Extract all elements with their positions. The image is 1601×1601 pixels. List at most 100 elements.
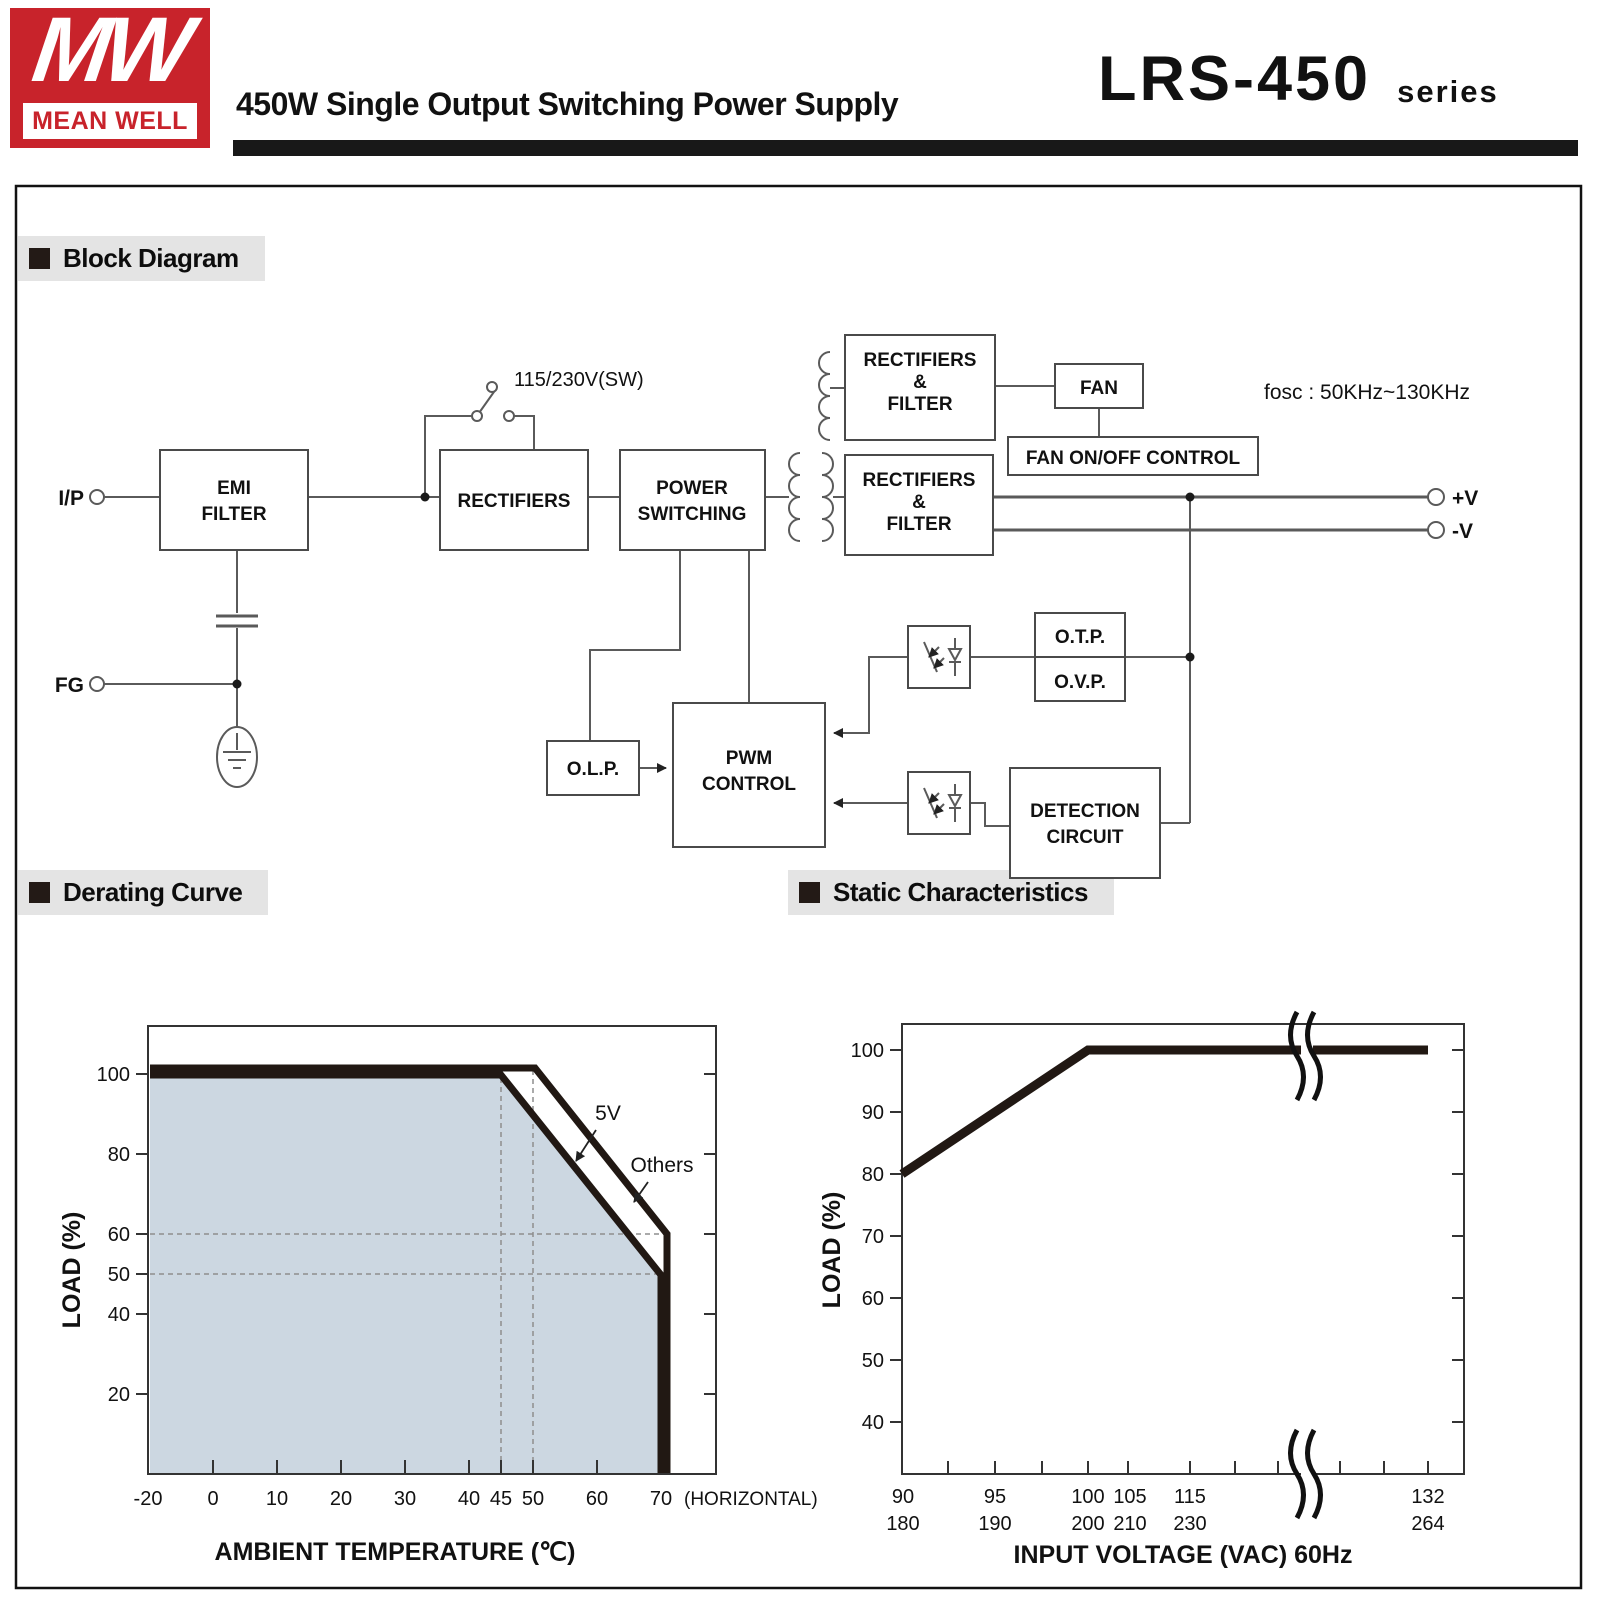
fg-capacitor [216,614,258,628]
static-load-line [899,1045,1428,1178]
v-plus-label: +V [1452,487,1478,510]
earth-ground-icon [216,726,258,788]
static-x-tick-labels-row2: 180 190 200 210 230 264 [886,1513,1444,1535]
static-chart: 100 90 80 70 60 50 40 90 95 100 105 115 … [818,1010,1465,1569]
svg-text:PWM: PWM [726,748,772,769]
mean-well-logo: MW MEAN WELL [10,0,210,148]
derating-curve-heading: Derating Curve [18,870,269,915]
detection-circuit-block: DETECTION CIRCUIT [1009,767,1161,879]
fosc-label: fosc : 50KHz~130KHz [1264,381,1470,404]
derating-y-tick-labels: 100 80 60 50 40 20 [97,1064,130,1406]
others-series-label: Others [630,1154,693,1177]
svg-text:50: 50 [522,1488,544,1510]
svg-text:70: 70 [650,1488,672,1510]
svg-text:10: 10 [266,1488,288,1510]
v-plus-terminal [1427,488,1445,506]
switch-voltage-label: 115/230V(SW) [514,369,644,391]
svg-text:60: 60 [862,1288,884,1310]
rectifiers-filter-aux-block: RECTIFIERS & FILTER [844,334,996,441]
svg-text:40: 40 [862,1412,884,1434]
svg-text:115: 115 [1174,1486,1206,1508]
svg-text:O.V.P.: O.V.P. [1054,672,1106,693]
optocoupler-icon [908,772,970,834]
svg-text:RECTIFIERS: RECTIFIERS [864,350,977,371]
series-suffix: series [1397,74,1499,109]
svg-text:DETECTION: DETECTION [1030,801,1140,822]
diagram-wires [104,385,1428,827]
svg-text:132: 132 [1411,1486,1444,1508]
svg-text:FILTER: FILTER [886,514,951,535]
voltage-select-switch [471,381,515,422]
series-title: LRS-450 series [1098,48,1499,111]
svg-text:FAN ON/OFF CONTROL: FAN ON/OFF CONTROL [1026,448,1241,469]
svg-text:95: 95 [984,1486,1006,1508]
derating-shaded-region [150,1078,659,1473]
square-bullet-icon [799,882,820,903]
emi-filter-block: EMI FILTER [159,449,309,551]
svg-text:80: 80 [862,1164,884,1186]
svg-text:EMI: EMI [217,478,251,499]
block-diagram-heading: Block Diagram [18,236,265,281]
content-frame [14,184,1583,1590]
svg-text:180: 180 [886,1513,919,1535]
svg-text:50: 50 [108,1264,130,1286]
rectifiers-block: RECTIFIERS [439,449,589,551]
junction-dots [232,492,1195,689]
svg-text:20: 20 [108,1384,130,1406]
svg-text:100: 100 [97,1064,130,1086]
svg-text:CIRCUIT: CIRCUIT [1046,827,1123,848]
derating-y-axis-title: LOAD (%) [58,1212,86,1329]
svg-text:30: 30 [394,1488,416,1510]
svg-text:&: & [912,492,926,513]
svg-text:O.L.P.: O.L.P. [567,759,619,780]
derating-x-tick-labels: -20 0 10 20 30 40 45 50 60 70 (HORIZONTA… [134,1488,818,1510]
input-terminal [89,489,105,505]
input-terminal-label: I/P [58,487,84,510]
static-y-axis-title: LOAD (%) [818,1192,846,1309]
power-switching-block: POWER SWITCHING [619,449,766,551]
derating-chart: 100 80 60 50 40 20 -20 0 10 20 30 40 45 … [58,1025,818,1566]
v-minus-terminal [1427,521,1445,539]
static-x-axis-title: INPUT VOLTAGE (VAC) 60Hz [1014,1541,1353,1569]
x-axis-break-mark [1288,1428,1323,1520]
svg-text:0: 0 [207,1488,218,1510]
svg-text:POWER: POWER [656,478,728,499]
svg-text:-20: -20 [134,1488,163,1510]
svg-text:100: 100 [1071,1486,1104,1508]
svg-text:45: 45 [490,1488,512,1510]
block-diagram: EMI FILTER RECTIFIERS POWER SWITCHING RE… [55,334,1478,879]
optocoupler-icon [908,626,970,688]
fan-control-block: FAN ON/OFF CONTROL [1007,436,1259,476]
svg-text:100: 100 [851,1040,884,1062]
svg-text:230: 230 [1173,1513,1206,1535]
five-v-curve [150,1071,665,1473]
svg-text:O.T.P.: O.T.P. [1055,627,1105,648]
static-y-tick-labels: 100 90 80 70 60 50 40 [851,1040,884,1434]
svg-text:70: 70 [862,1226,884,1248]
static-characteristics-heading-label: Static Characteristics [833,877,1088,907]
svg-text:40: 40 [458,1488,480,1510]
svg-text:40: 40 [108,1304,130,1326]
logo-brand-text: MEAN WELL [23,103,197,139]
five-v-series-label: 5V [595,1102,621,1125]
svg-text:210: 210 [1113,1513,1146,1535]
svg-text:190: 190 [978,1513,1011,1535]
fg-terminal [89,676,105,692]
svg-text:60: 60 [586,1488,608,1510]
svg-text:50: 50 [862,1350,884,1372]
line-break-mark [1288,1010,1323,1102]
v-minus-label: -V [1452,520,1473,543]
svg-text:90: 90 [892,1486,914,1508]
svg-text:60: 60 [108,1224,130,1246]
title-divider-bar [233,140,1578,156]
static-plot-area [902,1024,1464,1474]
page-title: 450W Single Output Switching Power Suppl… [236,86,899,122]
svg-text:200: 200 [1071,1513,1104,1535]
transformer-coils [788,351,834,542]
fan-block: FAN [1054,363,1144,409]
derating-axis-ticks [136,1073,716,1473]
svg-text:RECTIFIERS: RECTIFIERS [863,470,976,491]
others-curve [150,1064,671,1473]
